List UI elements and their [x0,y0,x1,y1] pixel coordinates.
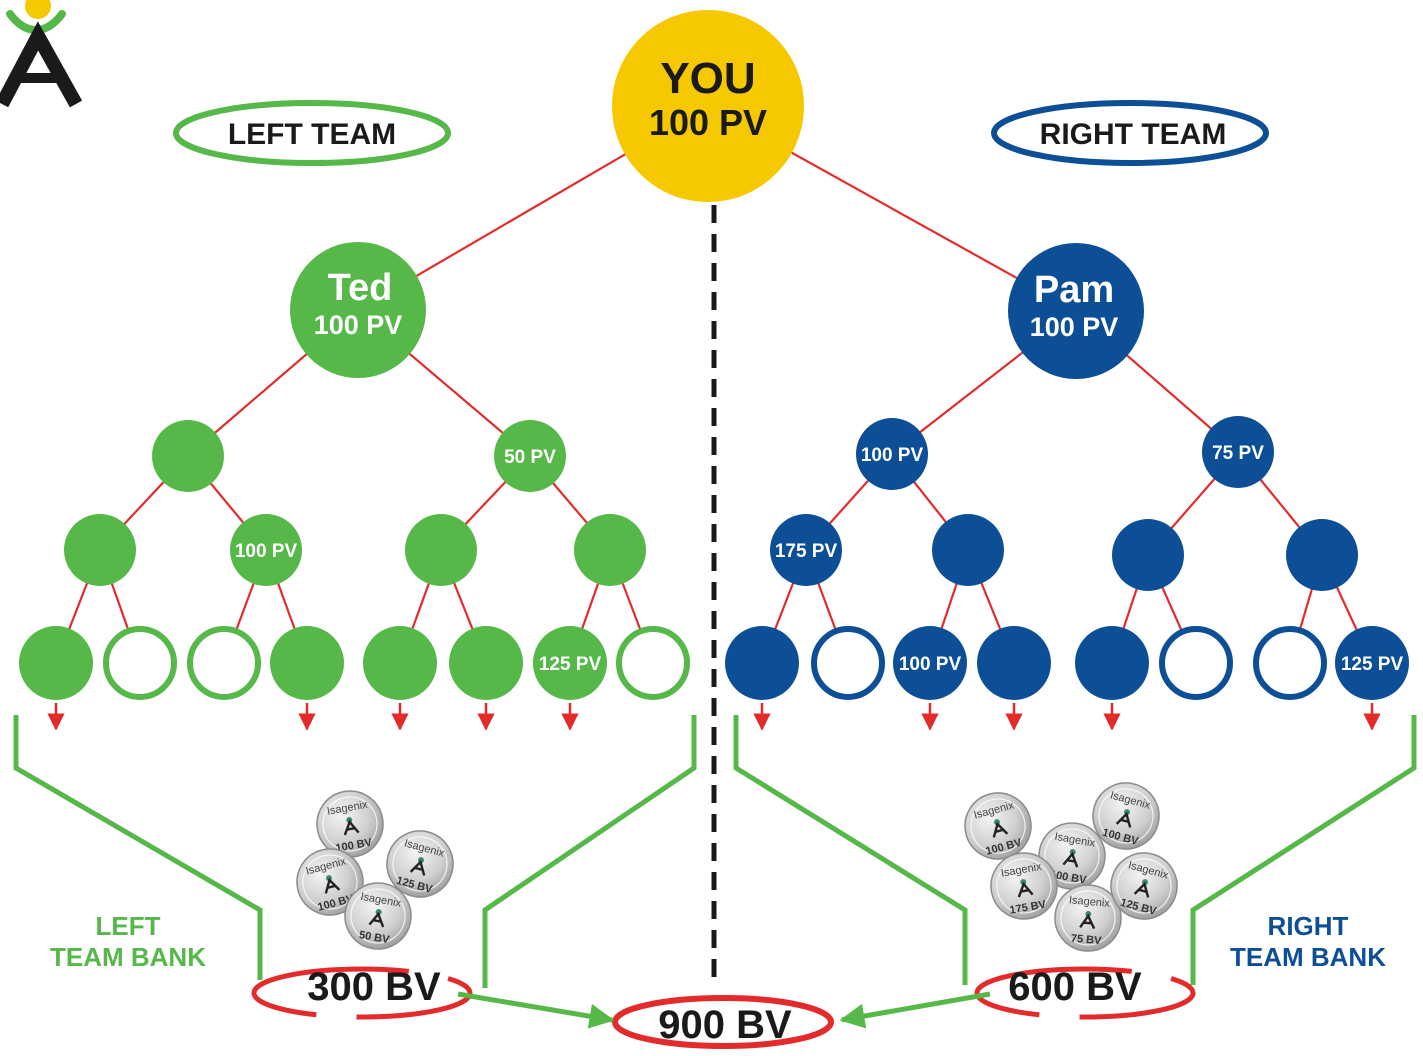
root-pv: 100 PV [649,102,767,143]
left-level4-node-7 [616,626,690,700]
left-level4-node-6: 125 PV [533,626,607,700]
right-level3-node-0: 175 PV [770,514,842,586]
left-level3-node-1-label: 100 PV [235,541,298,562]
isagenix-logo-icon [0,0,83,108]
left-head-name: Ted [328,267,393,309]
right-level3-node-2 [1112,519,1184,591]
right-bank-line1: RIGHT [1268,911,1349,941]
right-bank-total-value: 600 BV [1008,965,1142,1009]
right-coin-brand-4: Isagenix [1068,894,1110,910]
right-level2-node-0-label: 100 PV [861,445,924,466]
right-level4-node-5 [1159,626,1233,700]
left-to-total-arrow [457,991,615,1029]
left-bank-total-value: 300 BV [307,965,441,1009]
right-level3-node-1 [932,514,1004,586]
left-level3-node-2 [405,514,477,586]
left-bank-line2: TEAM BANK [50,942,206,972]
root-node: YOU 100 PV [612,10,804,202]
combined-total-value: 900 BV [658,1003,792,1047]
left-team-bank-label: LEFT TEAM BANK [50,911,206,972]
left-level4-node-4 [363,626,437,700]
left-level4-node-0 [19,626,93,700]
downline-arrows [47,703,1381,731]
tree-nodes: 50 PV 100 PV 125 PV 100 PV 75 PV 175 PV 100 PV… [19,416,1409,700]
right-to-total-arrow [839,991,991,1029]
right-level4-node-7-label: 125 PV [1341,654,1404,675]
left-bank-total: 300 BV [251,965,473,1020]
right-head-name: Pam [1034,269,1114,311]
left-team-header: LEFT TEAM [173,100,451,166]
right-bank-line2: TEAM BANK [1230,942,1386,972]
right-level3-node-3 [1286,519,1358,591]
right-team-label: RIGHT TEAM [1040,118,1227,151]
left-level2-node-1: 50 PV [494,420,566,492]
left-team-head-node: Ted 100 PV [290,242,426,378]
right-level4-node-1 [811,626,885,700]
right-level4-node-0 [725,626,799,700]
right-bank-total: 600 BV [974,965,1196,1020]
left-coin-value-3: 50 BV [358,929,391,946]
left-level4-node-5 [449,626,523,700]
right-level4-node-3 [977,626,1051,700]
right-level4-node-4 [1075,626,1149,700]
left-level3-node-3 [574,514,646,586]
right-team-bank-label: RIGHT TEAM BANK [1230,911,1386,972]
right-level2-node-1-label: 75 PV [1212,443,1264,464]
left-level2-node-1-label: 50 PV [504,447,556,468]
isagenix-coin-icon: Isagenix 75 BV [1054,884,1122,952]
left-level4-node-3 [270,626,344,700]
right-level4-node-2-label: 100 PV [899,654,962,675]
right-coin-value-4: 75 BV [1070,933,1102,948]
right-head-pv: 100 PV [1030,312,1119,342]
left-funnel [13,715,697,988]
root-title: YOU [660,54,755,103]
left-level2-node-0 [152,420,224,492]
right-team-header: RIGHT TEAM [991,100,1269,166]
left-level3-node-1: 100 PV [230,514,302,586]
left-level4-node-2 [187,626,261,700]
right-funnel [733,715,1417,985]
left-level4-node-1 [103,626,177,700]
right-level4-node-6 [1253,626,1327,700]
left-level4-node-6-label: 125 PV [539,654,602,675]
left-bank-line1: LEFT [96,911,161,941]
right-level3-node-0-label: 175 PV [775,541,838,562]
left-level3-node-0 [64,514,136,586]
right-team-head-node: Pam 100 PV [1008,243,1144,379]
right-level2-node-1: 75 PV [1202,416,1274,488]
left-head-pv: 100 PV [314,310,403,340]
combined-total: 900 BV [612,995,834,1049]
right-level4-node-2: 100 PV [893,626,967,700]
right-level4-node-7: 125 PV [1335,626,1409,700]
right-level2-node-0: 100 PV [856,418,928,490]
left-team-label: LEFT TEAM [228,118,396,151]
